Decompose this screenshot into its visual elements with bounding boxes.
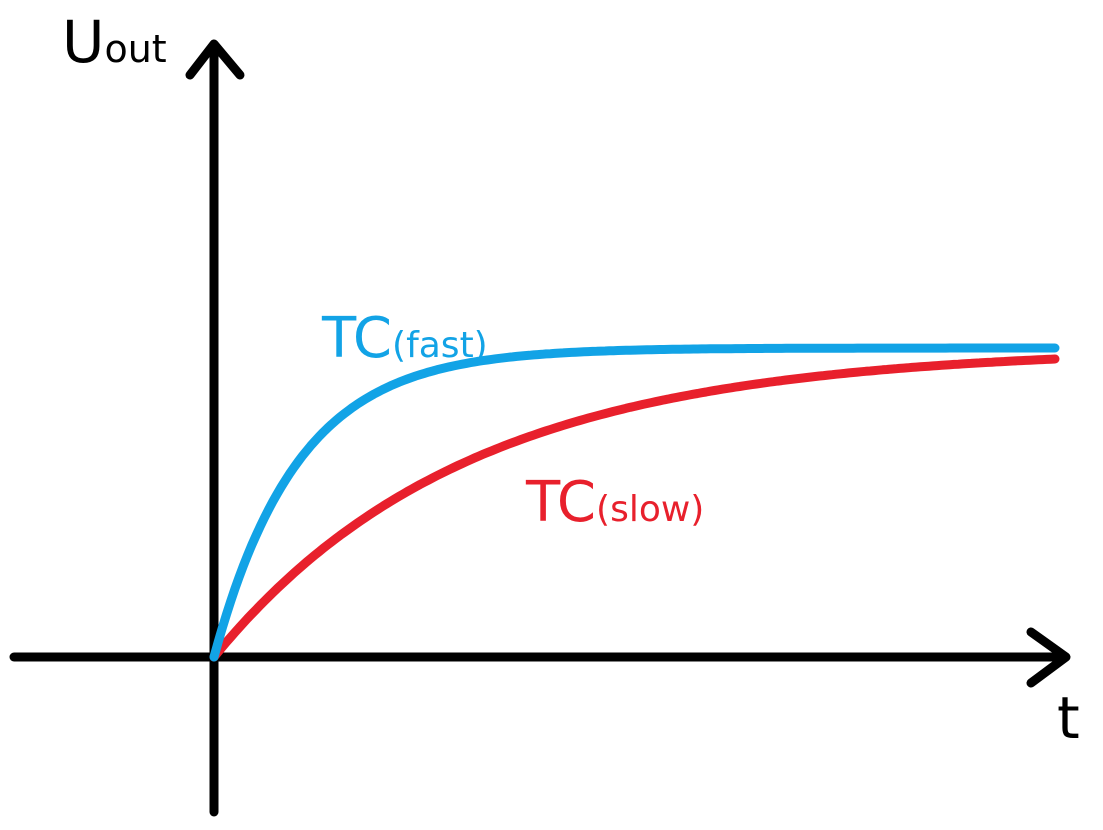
fast-time-constant-curve <box>209 343 1060 662</box>
slow-curve-label-sub: (slow) <box>596 489 704 530</box>
y-axis-label-sub: out <box>104 27 166 71</box>
slow-curve-label: TC(slow) <box>525 470 704 535</box>
x-axis-arrowhead <box>1026 627 1071 688</box>
fast-curve-label: TC(fast) <box>321 306 488 371</box>
x-axis-label: t <box>1057 684 1080 752</box>
fast-curve-label-sub: (fast) <box>392 325 488 366</box>
fast-curve-label-main: TC <box>321 306 392 371</box>
axes <box>9 39 1071 817</box>
y-axis-label-main: U <box>62 8 104 76</box>
y-axis-arrowhead <box>185 39 245 80</box>
slow-curve-label-main: TC <box>525 470 596 535</box>
y-axis-label: Uout <box>62 8 167 76</box>
slow-time-constant-curve <box>209 354 1060 662</box>
